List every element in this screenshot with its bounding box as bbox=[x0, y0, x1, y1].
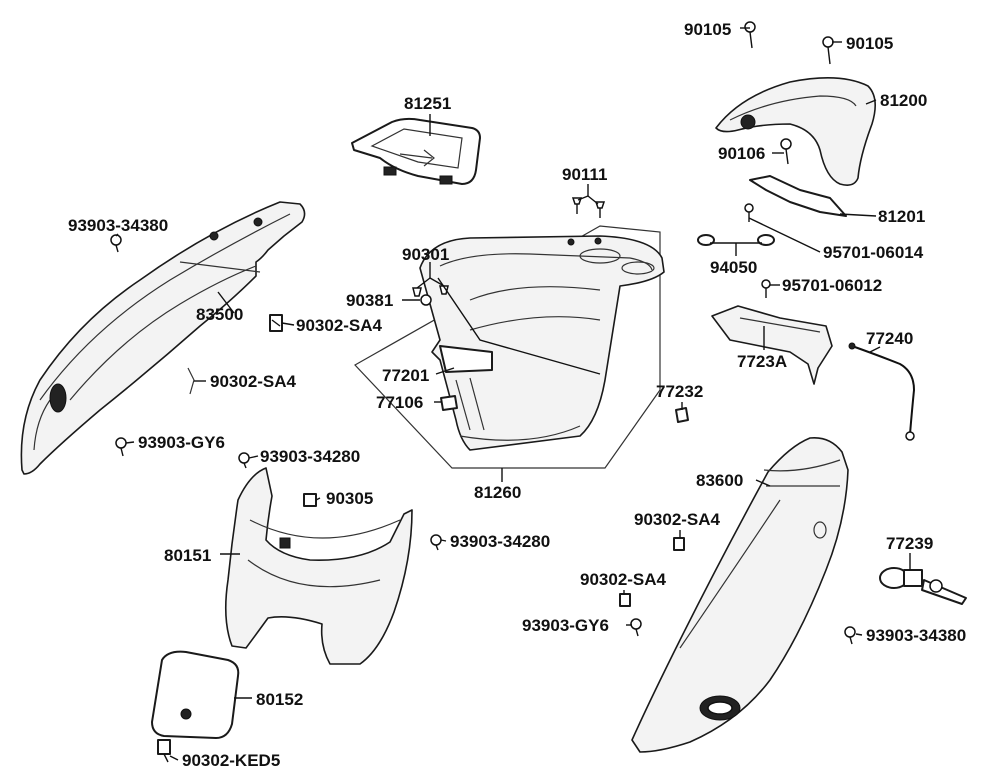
part-81200-grab-rail-drawing bbox=[715, 77, 876, 186]
part-90302-KED5-screw bbox=[157, 739, 171, 763]
label-90301: 90301 bbox=[402, 245, 449, 264]
label-81251: 81251 bbox=[404, 94, 451, 113]
label-80151: 80151 bbox=[164, 546, 211, 565]
part-90301-clips-drawing bbox=[412, 285, 449, 297]
part-90105-bolt-left bbox=[744, 21, 756, 49]
part-90381-nut-drawing bbox=[420, 294, 432, 306]
part-90105-bolt-right bbox=[822, 36, 834, 65]
label-93903-34380-left: 93903-34380 bbox=[68, 216, 168, 235]
part-7723A-latch-bracket-drawing bbox=[711, 305, 833, 385]
label-83600: 83600 bbox=[696, 471, 743, 490]
label-90111: 90111 bbox=[562, 165, 607, 184]
part-77232-drawing bbox=[675, 407, 689, 423]
part-labels: 90105 90105 81200 90106 81201 95701-0601… bbox=[68, 20, 966, 770]
part-93903-34280-screw-upper bbox=[238, 452, 250, 469]
label-77232: 77232 bbox=[656, 382, 703, 401]
part-80151-center-cover-drawing bbox=[224, 467, 413, 665]
part-90302-SA4-clip-right-lower bbox=[619, 593, 631, 607]
label-90302-SA4-right-upper: 90302-SA4 bbox=[634, 510, 721, 529]
label-90302-SA4-upper: 90302-SA4 bbox=[296, 316, 383, 335]
label-90305: 90305 bbox=[326, 489, 373, 508]
part-90111-screws-drawing bbox=[571, 197, 606, 218]
part-93903-34380-screw-right bbox=[844, 626, 856, 645]
part-83600-right-cover-drawing bbox=[631, 436, 849, 753]
part-94050-grommets-drawing bbox=[697, 234, 775, 246]
label-81201: 81201 bbox=[878, 207, 925, 226]
part-80152-small-lid-drawing bbox=[151, 650, 240, 739]
part-93903-GY6-screw-left bbox=[115, 437, 127, 457]
part-93903-GY6-screw-right bbox=[630, 618, 642, 637]
part-81201-bracket-drawing bbox=[749, 175, 847, 217]
label-90302-SA4-right-lower: 90302-SA4 bbox=[580, 570, 667, 589]
label-77201: 77201 bbox=[382, 366, 429, 385]
part-95701-06012-bolt bbox=[761, 279, 771, 298]
label-81260: 81260 bbox=[474, 483, 521, 502]
part-81260-luggage-box-drawing bbox=[354, 225, 665, 469]
label-90381: 90381 bbox=[346, 291, 393, 310]
part-95701-06014-bolt bbox=[744, 203, 754, 222]
label-77239: 77239 bbox=[886, 534, 933, 553]
part-81251-lid-drawing bbox=[351, 117, 481, 185]
label-90302-KED5: 90302-KED5 bbox=[182, 751, 280, 770]
leader-lines bbox=[115, 27, 911, 761]
part-77240-cable-drawing bbox=[848, 342, 916, 441]
label-93903-34280-upper: 93903-34280 bbox=[260, 447, 360, 466]
part-90106-bolt bbox=[780, 138, 792, 165]
label-77106: 77106 bbox=[376, 393, 423, 412]
label-90105-right: 90105 bbox=[846, 34, 893, 53]
label-7723A: 7723A bbox=[737, 352, 787, 371]
label-94050: 94050 bbox=[710, 258, 757, 277]
part-90302-SA4-clip-right-upper bbox=[673, 537, 685, 551]
label-95701-06012: 95701-06012 bbox=[782, 276, 882, 295]
label-83500: 83500 bbox=[196, 305, 243, 324]
label-80152: 80152 bbox=[256, 690, 303, 709]
label-81200: 81200 bbox=[880, 91, 927, 110]
part-93903-34280-screw-right bbox=[430, 534, 442, 551]
label-90105-left: 90105 bbox=[684, 20, 731, 39]
label-90106: 90106 bbox=[718, 144, 765, 163]
label-90302-SA4-lower-left: 90302-SA4 bbox=[210, 372, 297, 391]
label-95701-06014: 95701-06014 bbox=[823, 243, 924, 262]
part-90305-clip-drawing bbox=[303, 493, 317, 507]
part-90302-SA4-clip-upper bbox=[269, 314, 283, 332]
part-90302-SA4-clip-lower-left bbox=[187, 367, 195, 395]
label-93903-GY6-right: 93903-GY6 bbox=[522, 616, 609, 635]
label-93903-34280-right: 93903-34280 bbox=[450, 532, 550, 551]
label-93903-GY6-left: 93903-GY6 bbox=[138, 433, 225, 452]
label-93903-34380-right: 93903-34380 bbox=[866, 626, 966, 645]
label-77240: 77240 bbox=[866, 329, 913, 348]
part-93903-34380-screw-left bbox=[110, 234, 122, 253]
part-83500-left-cover-drawing bbox=[20, 201, 306, 475]
part-77239-key-lock-drawing bbox=[879, 567, 967, 605]
part-77106-drawing bbox=[440, 395, 458, 411]
